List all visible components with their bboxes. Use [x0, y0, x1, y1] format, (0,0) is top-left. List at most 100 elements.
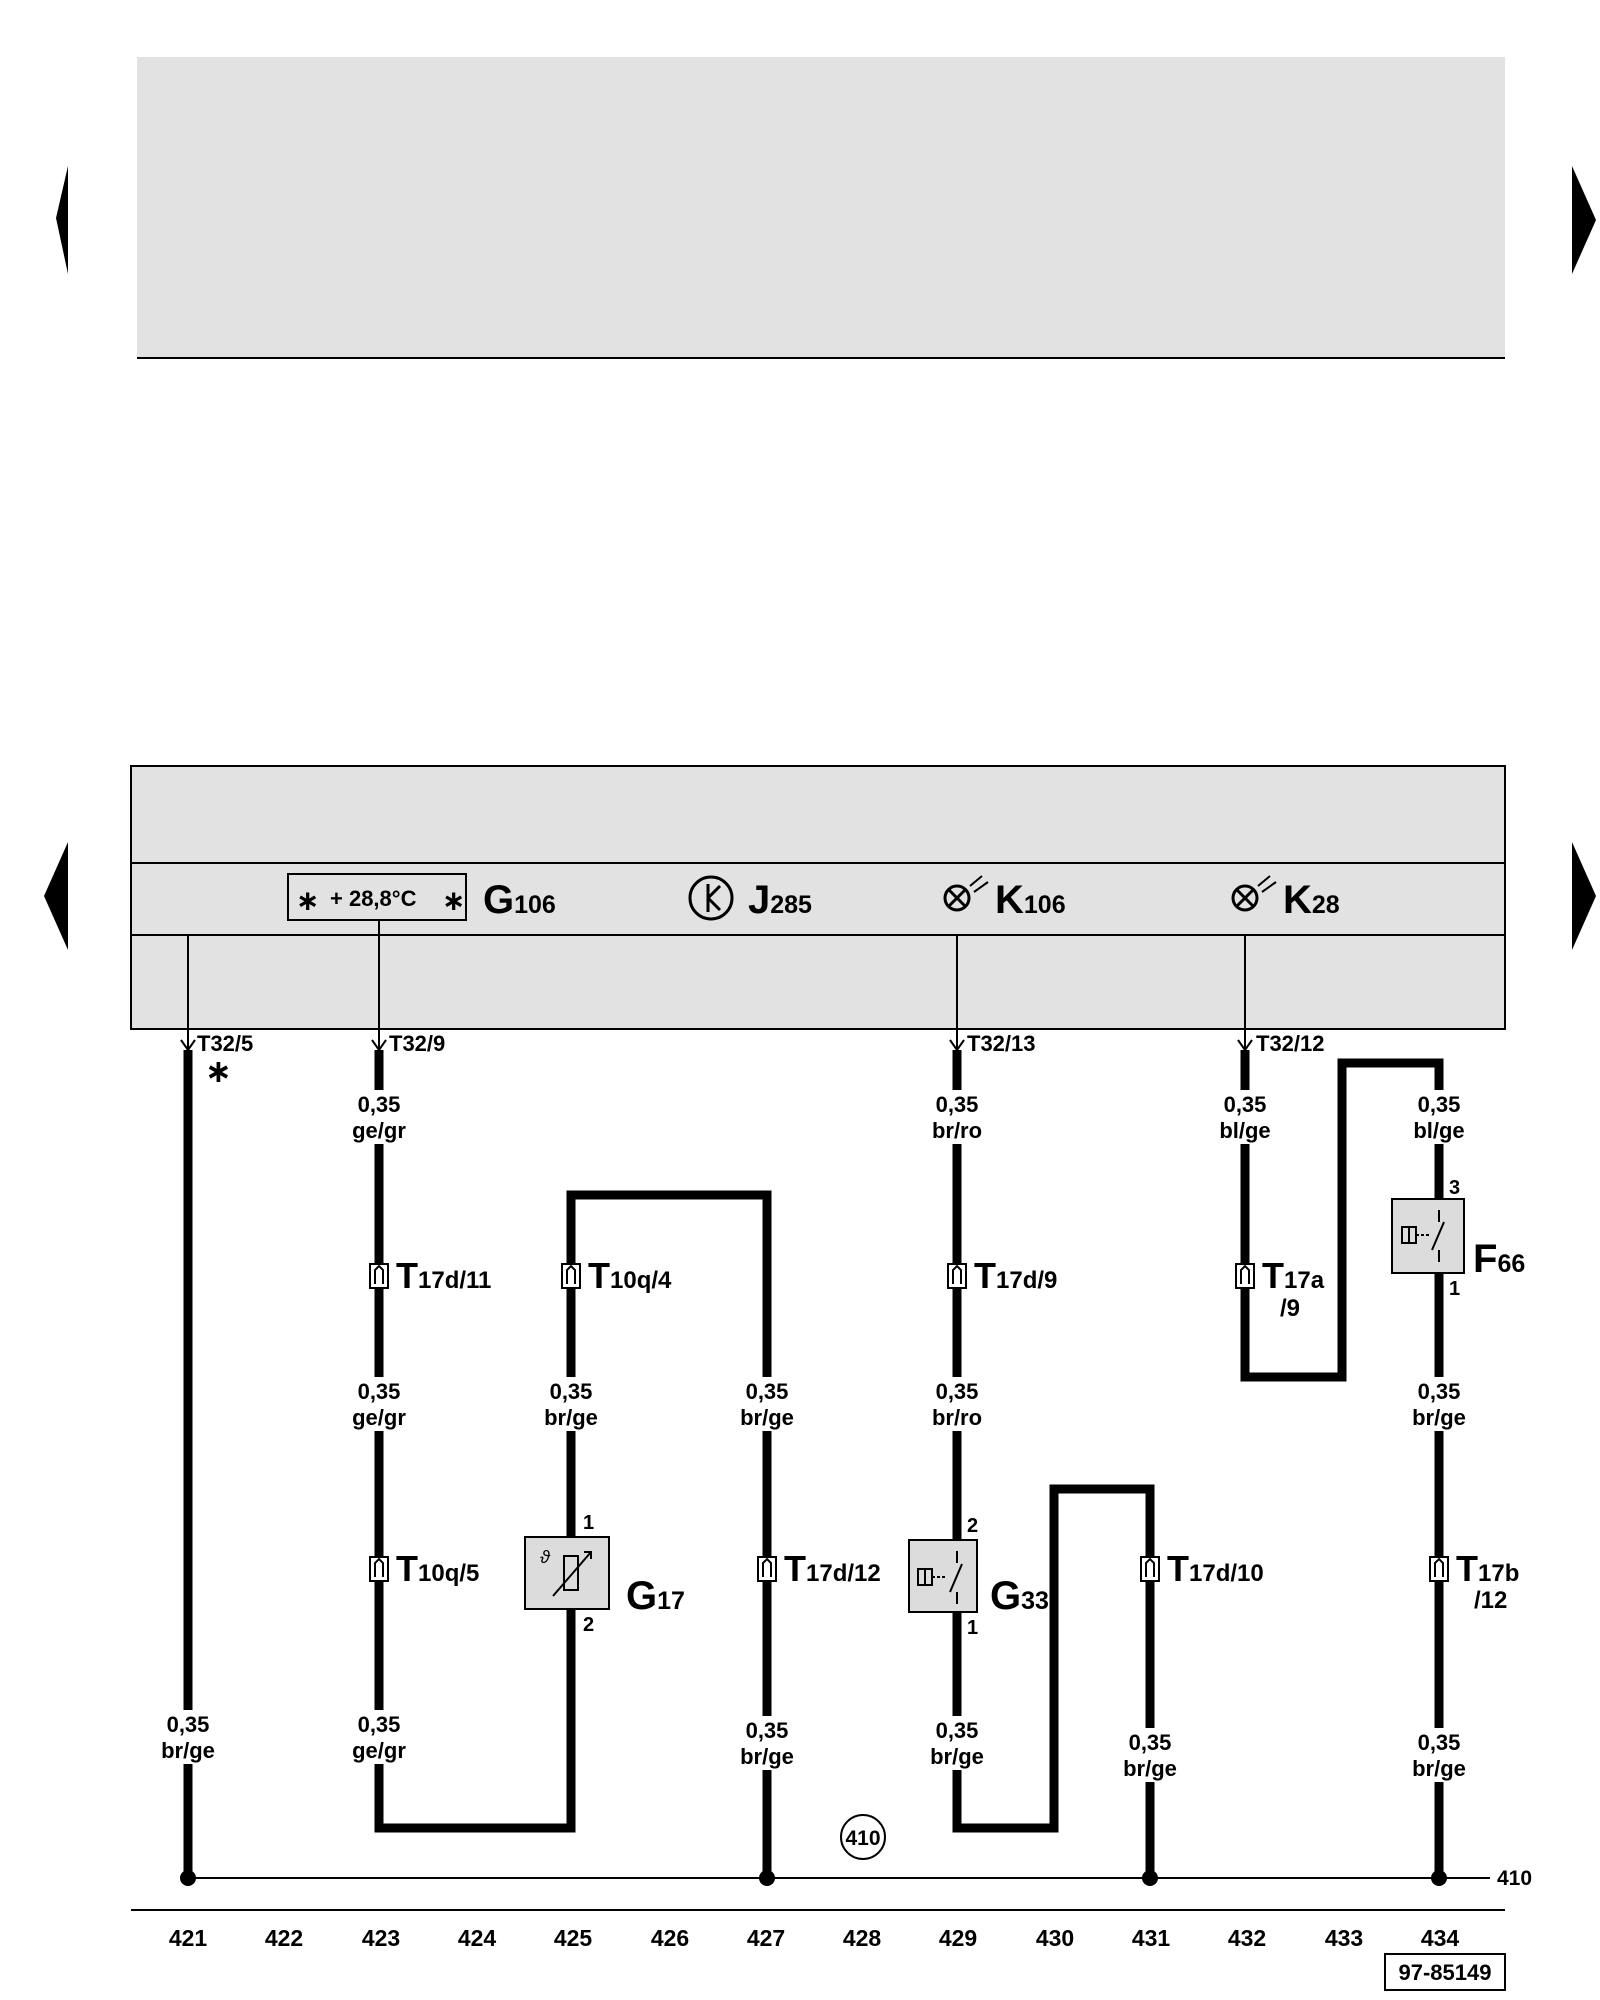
wire-label: bl/ge	[1413, 1118, 1464, 1143]
wire-label-masks	[154, 1090, 1473, 1782]
nav-next-bottom-arrow[interactable]	[1572, 842, 1596, 950]
connector-t17a-9: T17a	[1262, 1255, 1325, 1296]
column-number: 429	[939, 1925, 977, 1951]
f66-terminal-3: 3	[1449, 1177, 1460, 1199]
j285-symbol-icon	[688, 875, 734, 921]
component-j285: J285	[748, 878, 812, 922]
nav-prev-top-arrow[interactable]	[56, 166, 68, 274]
wire-label: bl/ge	[1219, 1118, 1270, 1143]
column-number: 432	[1228, 1925, 1266, 1951]
wire-label: 0,35	[358, 1092, 401, 1117]
g106-star-left: ∗	[296, 885, 319, 916]
wire-label: ge/gr	[352, 1118, 406, 1143]
component-k28: K28	[1283, 878, 1340, 922]
wire-label: 0,35	[1224, 1092, 1267, 1117]
wire-label: 0,35	[358, 1712, 401, 1737]
column-number: 426	[651, 1925, 689, 1951]
column-numbers: 421 422 423 424 425 426 427 428 429 430 …	[169, 1925, 1460, 1951]
connector-t17a-9-suffix: /9	[1280, 1295, 1300, 1322]
k106-lamp-icon	[943, 875, 989, 912]
nav-prev-bottom-arrow[interactable]	[44, 842, 68, 950]
wire-label: br/ge	[740, 1744, 794, 1769]
ground-reference-circle	[840, 1814, 886, 1860]
f66-switch-icon	[1401, 1210, 1445, 1262]
pin-t32-12: T32/12	[1256, 1031, 1325, 1056]
nav-next-top-arrow[interactable]	[1572, 166, 1596, 274]
svg-text:ϑ: ϑ	[540, 1547, 551, 1567]
footnote-star: ∗	[205, 1053, 232, 1089]
wire-label: br/ge	[1412, 1405, 1466, 1430]
wire-label: 0,35	[1418, 1730, 1461, 1755]
connector-t17d-12: T17d/12	[784, 1548, 881, 1589]
connector-t17b-12: T17b	[1456, 1548, 1519, 1589]
wire-label: br/ge	[161, 1738, 215, 1763]
wire-label: 0,35	[358, 1379, 401, 1404]
component-g33: G33	[990, 1574, 1049, 1618]
wire-label: 0,35	[550, 1379, 593, 1404]
component-g106: G106	[483, 878, 556, 922]
g17-terminal-2: 2	[583, 1614, 594, 1636]
g106-star-right: ∗	[442, 885, 465, 916]
ground-reference-label: 410	[845, 1827, 880, 1850]
wire-label: 0,35	[1418, 1092, 1461, 1117]
connector-t17b-12-suffix: /12	[1474, 1587, 1507, 1614]
pin-t32-13: T32/13	[967, 1031, 1036, 1056]
pin-t32-5: T32/5	[197, 1031, 253, 1056]
column-number: 424	[458, 1925, 497, 1951]
reference-box	[1384, 1953, 1506, 1991]
connector-t10q-4: T10q/4	[588, 1255, 672, 1296]
wire-label: ge/gr	[352, 1738, 406, 1763]
g33-switch-icon	[917, 1551, 963, 1604]
column-number: 430	[1036, 1925, 1074, 1951]
column-number: 421	[169, 1925, 208, 1951]
wire-label: 0,35	[167, 1712, 210, 1737]
reference-code: 97-85149	[1399, 1960, 1492, 1985]
column-number: 425	[554, 1925, 593, 1951]
pin-t32-9: T32/9	[389, 1031, 445, 1056]
wire-429-431	[952, 1050, 1155, 1878]
wire-label: br/ro	[932, 1118, 982, 1143]
column-number: 428	[843, 1925, 882, 1951]
wire-label: br/ge	[1412, 1756, 1466, 1781]
component-k106: K106	[995, 878, 1066, 922]
connector-t17d-10: T17d/10	[1167, 1548, 1264, 1589]
g33-terminal-1: 1	[967, 1617, 978, 1639]
column-number: 434	[1421, 1925, 1460, 1951]
wire-label: 0,35	[1418, 1379, 1461, 1404]
g17-sensor-icon: ϑ	[540, 1547, 592, 1597]
wire-label: 0,35	[746, 1379, 789, 1404]
wire-label: br/ro	[932, 1405, 982, 1430]
wire-label: br/ge	[740, 1405, 794, 1430]
wire-label: ge/gr	[352, 1405, 406, 1430]
wire-423-425	[374, 1050, 772, 1878]
pin-arrow-icon	[180, 1039, 1253, 1052]
wire-label: 0,35	[746, 1718, 789, 1743]
k28-lamp-icon	[1231, 875, 1277, 912]
g17-sensor-box	[524, 1536, 610, 1610]
connector-t17d-9: T17d/9	[974, 1255, 1057, 1296]
wire-label: br/ge	[1123, 1756, 1177, 1781]
wire-label: 0,35	[936, 1379, 979, 1404]
connector-t17d-11: T17d/11	[396, 1255, 491, 1296]
wire-label: 0,35	[936, 1092, 979, 1117]
ground-line-label: 410	[1497, 1867, 1532, 1890]
connector-t10q-5: T10q/5	[396, 1548, 479, 1589]
junction-dot-icon	[180, 1870, 1447, 1886]
g106-display-value: + 28,8°C	[330, 886, 417, 911]
wire-label: br/ge	[544, 1405, 598, 1430]
component-f66: F66	[1473, 1237, 1525, 1281]
g17-terminal-1: 1	[583, 1512, 594, 1534]
column-number: 423	[362, 1925, 400, 1951]
wire-label: 0,35	[936, 1718, 979, 1743]
column-number: 431	[1132, 1925, 1171, 1951]
g33-terminal-2: 2	[967, 1515, 978, 1537]
g106-display-box	[287, 873, 467, 921]
column-number: 422	[265, 1925, 303, 1951]
f66-terminal-1: 1	[1449, 1278, 1460, 1300]
column-number: 427	[747, 1925, 785, 1951]
component-g17: G17	[626, 1574, 685, 1618]
top-panel	[137, 57, 1505, 358]
connector-icon	[369, 1263, 1449, 1582]
wire-label: 0,35	[1129, 1730, 1172, 1755]
